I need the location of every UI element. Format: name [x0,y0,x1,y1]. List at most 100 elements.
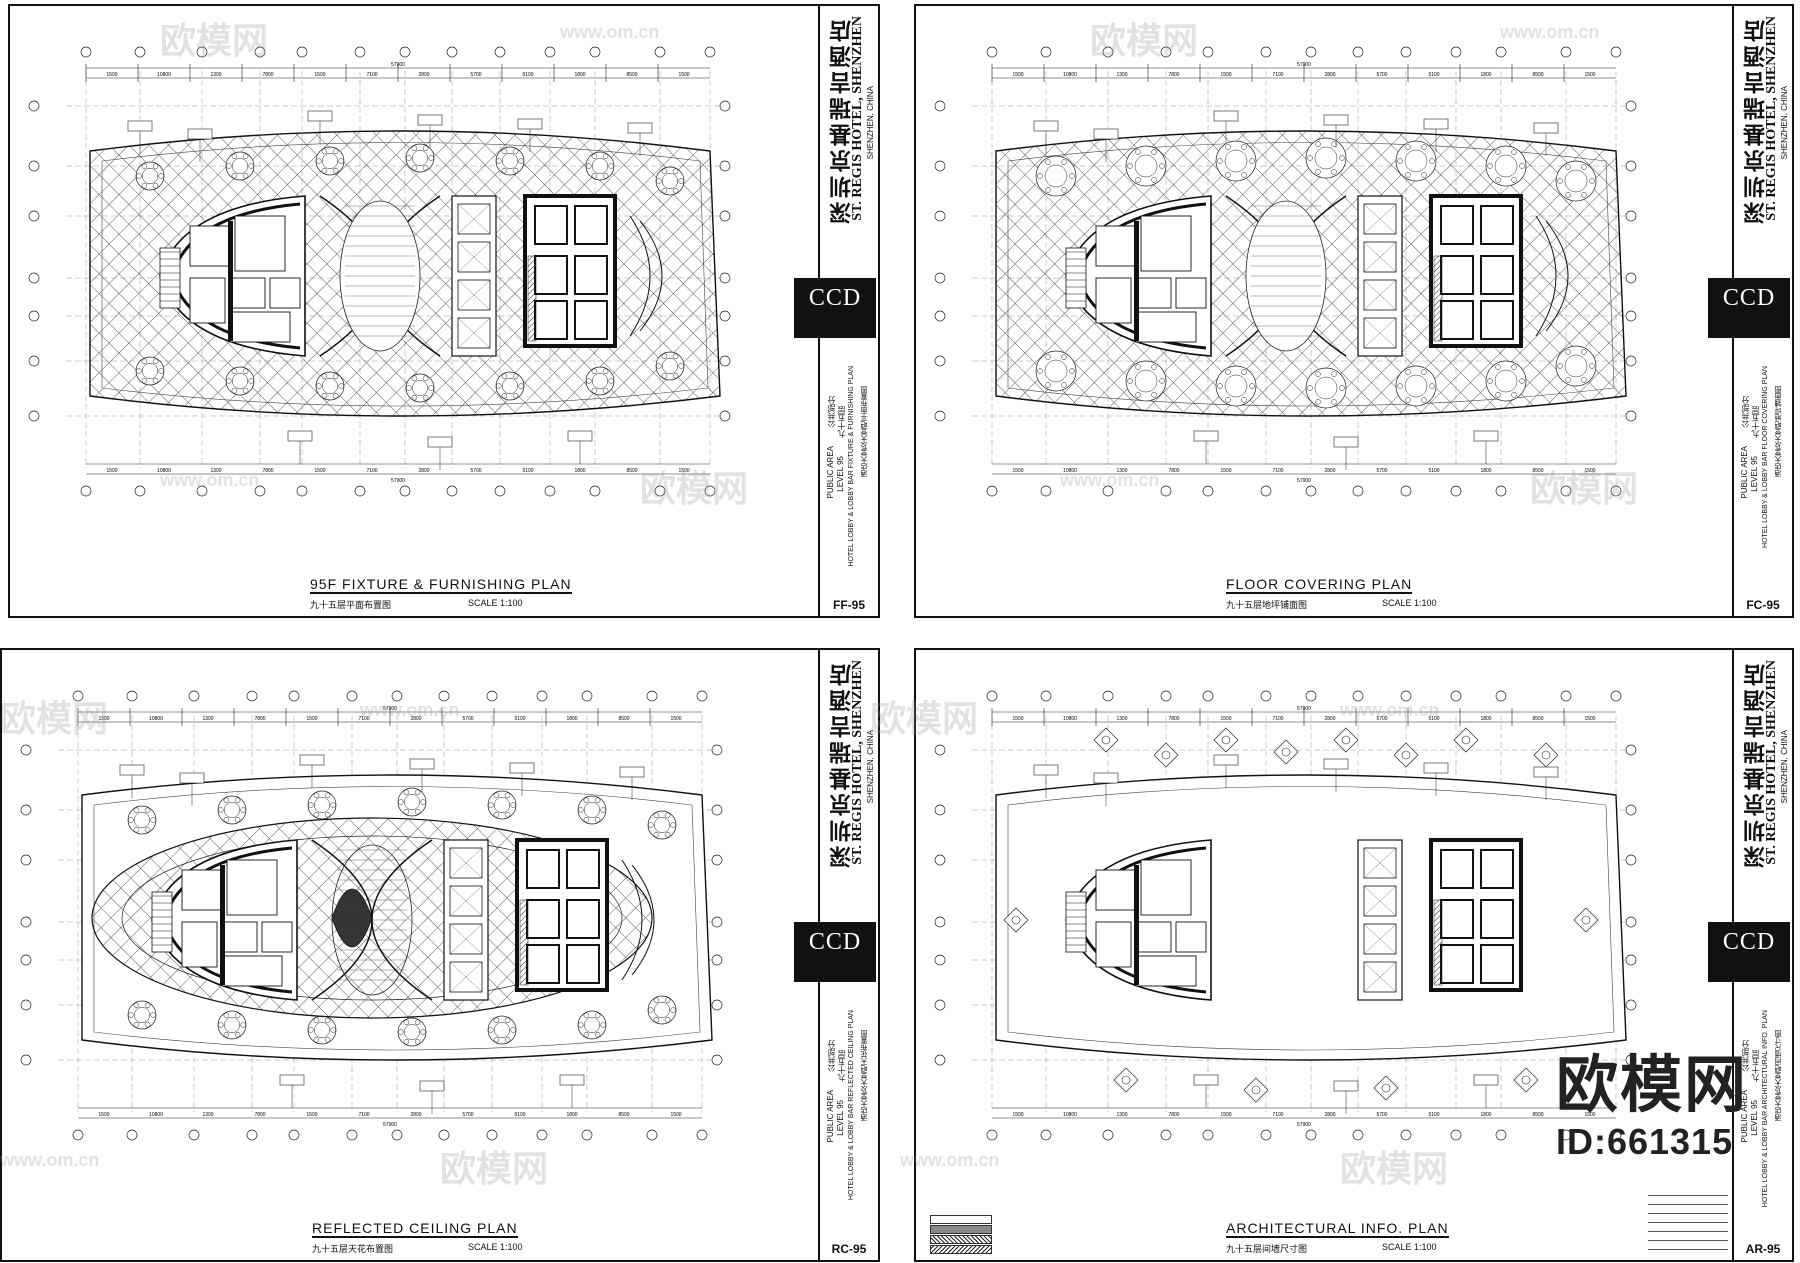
grid-bubble [28,310,40,322]
dimension-label: 1500 [306,1112,317,1118]
lift-shaft [574,205,608,245]
elevator-cross [1363,923,1397,955]
grid-bubble [1160,46,1172,58]
chair [414,1038,421,1045]
grid-bubble [1260,1129,1272,1141]
grid-bubble [20,854,32,866]
grid-bubble [1450,1129,1462,1141]
chair [141,377,148,384]
furniture-cluster-inner [654,817,670,833]
chair [678,363,684,369]
dimension-label: 8500 [1532,468,1543,474]
furniture-cluster [217,1010,247,1040]
core-room [1175,921,1207,953]
grid-bubble [934,954,946,966]
dimension-label: 1500 [1220,468,1231,474]
chair [493,811,500,818]
grid-bubble [934,999,946,1011]
dimension-label: 1500 [1012,1112,1023,1118]
grid-bubble [544,485,556,497]
dimension-overall: 57900 [1297,706,1311,712]
chair [1589,363,1595,369]
hotel-location: SHENZHEN, CHINA [866,730,875,804]
building-inner-outline [93,786,701,1051]
furniture-cluster-inner [412,380,428,396]
furniture-cluster [405,143,435,173]
grid-bubble [1040,1129,1052,1141]
grid-bubble [1625,999,1637,1011]
callout-tag [287,430,313,442]
grid-bubble [719,160,731,172]
callout-tag [559,1074,585,1086]
furniture-cluster [135,161,165,191]
chair [578,807,584,813]
chair [670,822,676,828]
grid-bubble [934,100,946,112]
callout-tag [187,128,213,140]
elevator-cross [457,279,491,311]
grid-bubble [1160,1129,1172,1141]
chair [653,812,660,819]
callout-tag [427,436,453,448]
chair [1135,364,1141,370]
dimension-label: 10800 [1063,72,1077,78]
chair [648,1007,654,1013]
furniture-cluster-inner [404,794,420,810]
chair [501,167,508,174]
dimension-label: 7800 [262,468,273,474]
grid-bubble [1102,46,1114,58]
chair [324,811,331,818]
dimension-label: 5100 [522,72,533,78]
grid-bubble [1625,916,1637,928]
chair [231,172,238,179]
chair [223,797,230,804]
grid-bubble [646,1129,658,1141]
drawing-title-cn: 酒店大堂及大堂吧天花布置图 [861,1030,868,1121]
chair [1565,377,1571,383]
callout-tag [1473,1074,1499,1086]
level-name: LEVEL 95 [836,1100,845,1136]
chair [141,358,148,365]
grid-bubble [1495,1129,1507,1141]
grid-bubble [20,1054,32,1066]
furniture-cluster-inner [1314,376,1338,400]
floor-plan-svg: 1500150010800108001300130078007800150015… [934,46,1637,497]
furniture-cluster-inner [232,158,248,174]
grid-bubble [1102,485,1114,497]
chair [1069,368,1075,374]
callout-tag [1033,120,1059,132]
chair [1495,364,1501,370]
chair [133,807,140,814]
callout-tag [509,762,535,774]
area-name: PUBLIC AREA [826,446,835,499]
column-marker [1003,907,1029,933]
furniture-cluster [487,1015,517,1045]
core-room [189,277,226,324]
elevator-cross [1363,203,1397,235]
chair [316,158,322,164]
chair [223,1012,230,1019]
grid-bubble [188,1129,200,1141]
chair [248,378,254,384]
chair [136,173,142,179]
chair [242,153,249,160]
chair [1225,397,1231,403]
furniture-cluster [1555,160,1597,202]
sheet-code: FF-95 [832,598,865,612]
level-name: LEVEL 95 [836,456,845,492]
column-marker-inner [1221,735,1231,745]
grid-bubble [1352,485,1364,497]
grid-bubble [696,690,708,702]
core-room [261,921,293,953]
chair [133,1002,140,1009]
core-room [1140,859,1192,916]
grid-bubble [1495,690,1507,702]
grid-bubble [544,46,556,58]
lift-shaft [1480,255,1514,295]
furniture-cluster [655,166,685,196]
elevator-cross [1363,241,1397,273]
furniture-cluster-inner [322,378,338,394]
chair [1495,392,1501,398]
core-room [226,859,278,916]
